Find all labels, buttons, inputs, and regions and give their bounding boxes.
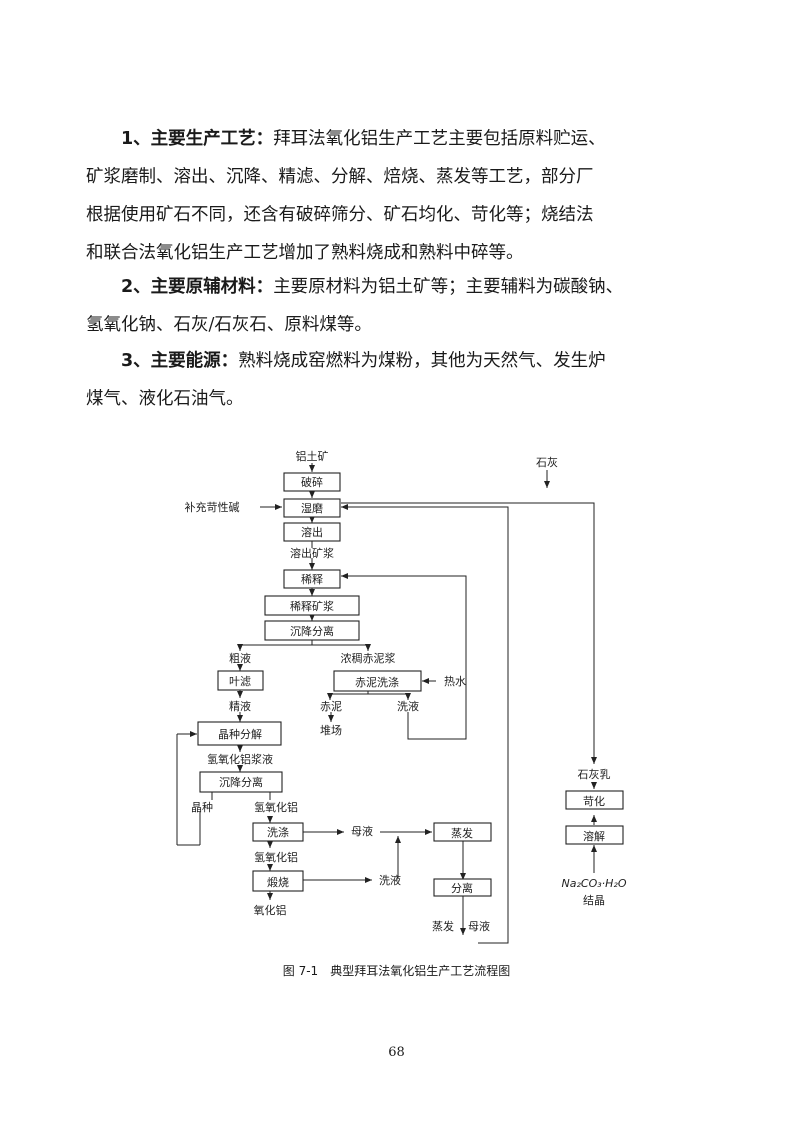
label-washing: 洗涤 <box>267 825 289 839</box>
label-settling-separation-2: 沉降分离 <box>219 775 263 789</box>
heading-energy: 3、主要能源： <box>121 351 239 371</box>
box-dissolution <box>565 825 624 845</box>
label-hydroxide-2: 氢氧化铝 <box>254 850 298 864</box>
label-causticization: 苛化 <box>583 794 605 808</box>
label-crystal: 结晶 <box>583 894 605 907</box>
label-dissolution: 溶解 <box>583 829 605 843</box>
label-seeded-precipitation: 晶种分解 <box>218 727 262 741</box>
box-diluted-slurry <box>264 595 360 616</box>
box-separation <box>433 878 492 897</box>
label-alumina: 氧化铝 <box>254 903 287 917</box>
label-red-mud-washing: 赤泥洗涤 <box>355 675 399 689</box>
label-stacking-yard: 堆场 <box>320 723 342 737</box>
label-diluted-slurry: 稀释矿浆 <box>290 599 334 613</box>
label-thick-red-mud: 浓稠赤泥浆 <box>341 651 396 665</box>
text-line: 和联合法氧化铝生产工艺增加了熟料烧成和熟料中碎等。 <box>86 243 524 263</box>
label-evaporation-out: 蒸发 <box>432 919 454 933</box>
label-wash-liquor-2: 洗液 <box>379 873 401 887</box>
paragraph-main-process: 1、主要生产工艺：拜耳法氧化铝生产工艺主要包括原料贮运、 矿浆磨制、溶出、沉降、… <box>86 120 714 272</box>
label-calcination: 煅烧 <box>267 875 289 889</box>
page-number: 68 <box>388 1045 405 1060</box>
label-seed: 晶种 <box>191 800 213 814</box>
text-line: 根据使用矿石不同，还含有破碎筛分、矿石均化、苛化等；烧结法 <box>86 205 594 225</box>
label-hot-water: 热水 <box>444 675 466 688</box>
box-settling-separation <box>264 620 360 641</box>
label-red-mud: 赤泥 <box>320 700 342 713</box>
label-digestion: 溶出 <box>301 525 323 539</box>
label-hydroxide: 氢氧化铝 <box>254 800 298 814</box>
paragraph-materials: 2、主要原辅材料：主要原材料为铝土矿等；主要辅料为碳酸钠、 氢氧化钠、石灰/石灰… <box>86 268 714 344</box>
label-digested-slurry: 溶出矿浆 <box>290 546 334 560</box>
label-settling-separation: 沉降分离 <box>290 624 334 638</box>
box-wet-grind <box>283 498 341 518</box>
label-lime: 石灰 <box>536 455 558 469</box>
text-line: 煤气、液化石油气。 <box>86 389 244 409</box>
box-calcination <box>252 870 304 892</box>
label-mother-liquor-2: 母液 <box>468 919 490 933</box>
label-hydroxide-slurry: 氢氧化铝浆液 <box>207 752 273 766</box>
text-line: 主要原材料为铝土矿等；主要辅料为碳酸钠、 <box>273 277 624 297</box>
box-crush <box>283 472 341 492</box>
label-lime-milk: 石灰乳 <box>578 767 611 781</box>
label-evaporation: 蒸发 <box>451 826 473 840</box>
text-line: 氢氧化钠、石灰/石灰石、原料煤等。 <box>86 315 372 335</box>
label-make-up-caustic: 补充苛性碱 <box>185 500 240 514</box>
label-mother-liquor: 母液 <box>351 824 373 838</box>
text-line: 拜耳法氧化铝生产工艺主要包括原料贮运、 <box>273 129 606 149</box>
figure-caption: 图 7-1 典型拜耳法氧化铝生产工艺流程图 <box>282 964 511 978</box>
box-evaporation <box>433 822 492 842</box>
heading-main-process: 1、主要生产工艺： <box>121 129 274 149</box>
text-line: 矿浆磨制、溶出、沉降、精滤、分解、焙烧、蒸发等工艺，部分厂 <box>86 167 594 187</box>
box-dilution <box>283 569 341 589</box>
heading-materials: 2、主要原辅材料： <box>121 277 274 297</box>
box-causticization <box>565 790 624 810</box>
box-washing <box>252 822 304 842</box>
paragraph-energy: 3、主要能源：熟料烧成窑燃料为煤粉，其他为天然气、发生炉 煤气、液化石油气。 <box>86 342 714 418</box>
label-wash-liquor: 洗液 <box>397 699 419 713</box>
label-bauxite: 铝土矿 <box>296 449 329 463</box>
text-line: 熟料烧成窑燃料为煤粉，其他为天然气、发生炉 <box>238 351 606 371</box>
label-separation: 分离 <box>451 881 473 895</box>
label-crude-liquor: 粗液 <box>229 651 251 665</box>
label-fine-liquor: 精液 <box>229 699 251 713</box>
box-seeded-precipitation <box>197 721 282 746</box>
label-leaf-filter: 叶滤 <box>229 675 251 688</box>
box-digestion <box>283 522 341 542</box>
box-red-mud-washing <box>333 670 422 692</box>
box-settling-separation-2 <box>199 771 283 793</box>
label-crush: 破碎 <box>301 475 323 489</box>
label-dilution: 稀释 <box>301 573 323 586</box>
label-soda-crystal: Na₂CO₃·H₂O <box>562 877 627 890</box>
label-wet-grind: 湿磨 <box>301 502 323 515</box>
box-leaf-filter <box>217 670 264 691</box>
